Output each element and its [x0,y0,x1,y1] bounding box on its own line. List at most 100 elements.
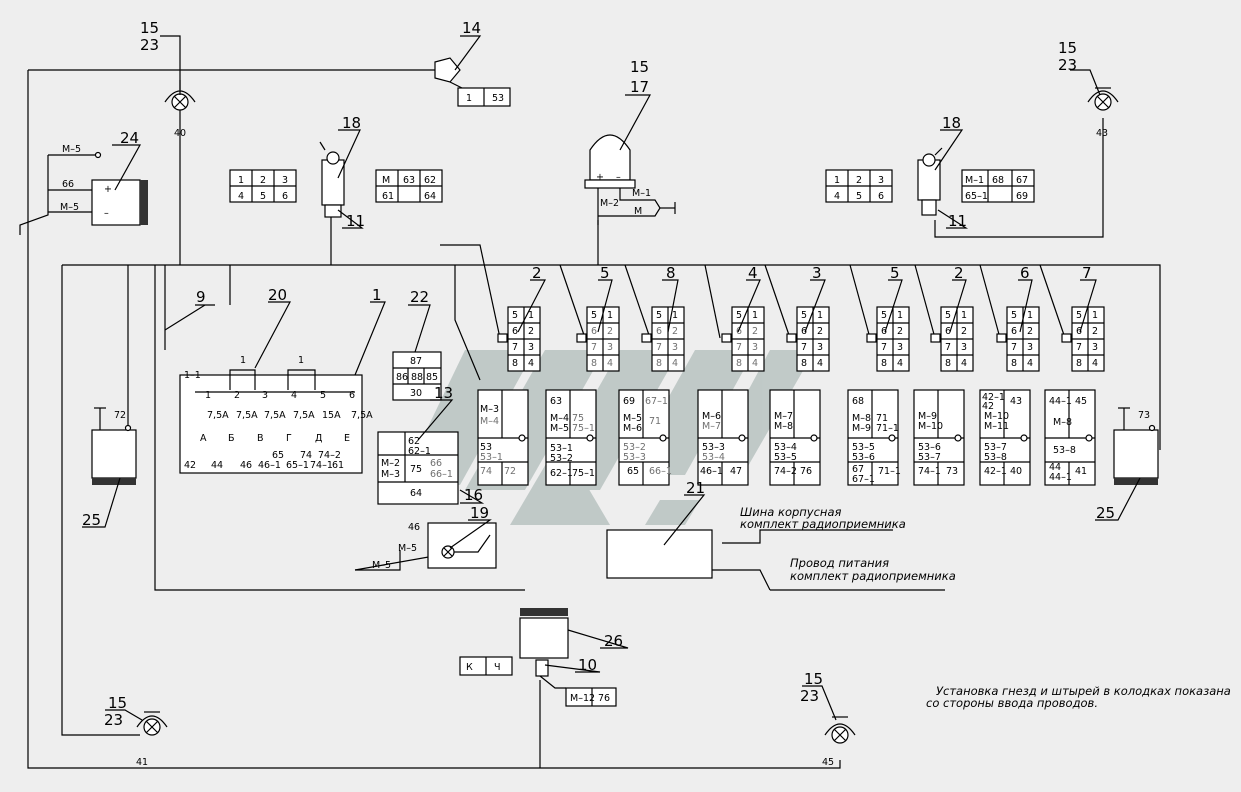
k13-66: 66 [430,458,442,469]
k22-86: 86 [396,372,408,383]
module-pin [1020,434,1028,442]
module-label: М–9 [852,423,871,434]
switch-pin-label: 8 [591,358,597,369]
k18b-l-3: 3 [878,175,884,186]
lamp-15-23-bottom-left [136,711,168,736]
k13-62-1: 62–1 [408,446,431,457]
module-label: М–10 [984,411,1009,422]
callout-20: 20 [268,286,287,304]
annotation-shina-1: Шина корпусная [740,505,841,519]
module-label: 53–3 [702,442,725,453]
wire-72: 72 [114,410,126,421]
module-label: 53–1 [550,443,573,454]
wire-labels: 40 43 41 45 72 73 66 М–5 М–5 М–5 М–5 46 … [60,128,1150,768]
fuse-letter-a: А [200,433,207,444]
callout-9: 9 [196,288,206,306]
module-label: 67 [852,464,864,475]
callout-2b: 2 [954,264,964,282]
switch-pin-label: 6 [1076,326,1082,337]
switch-plug [641,333,652,343]
switch-pin-label: 3 [1092,342,1098,353]
switch-plug [786,333,797,343]
switch-pin-label: 5 [1011,310,1017,321]
callout-15a: 15 [140,19,159,37]
switch-pin-label: 5 [1076,310,1082,321]
wire-m5-mid: М–5 [60,202,79,213]
k18a-r-64: 64 [424,191,436,202]
fuse-wire-61: 61 [332,460,344,471]
fuse-letter-e: Е [344,433,350,444]
callout-21: 21 [686,479,705,497]
callout-labels: 15 23 14 15 17 15 23 24 18 18 11 11 2 5 … [82,19,1115,729]
lamp-15-23-bottom-right [824,716,856,744]
module-label: 75–1 [572,423,595,434]
module-label: 41 [1075,466,1087,477]
callout-23c: 23 [1058,56,1077,74]
k18a-l-6: 6 [282,191,288,202]
k18b-l-1: 1 [834,175,840,186]
switch-pin-label: 1 [1027,310,1033,321]
k18a-r-62: 62 [424,175,436,186]
switch-pin-label: 8 [1076,358,1082,369]
switch-pin-label: 8 [881,358,887,369]
k22-85: 85 [426,372,438,383]
module-label: 71–1 [878,466,901,477]
fuse-rating-6: 7,5А [351,410,373,421]
wire-m1: М–1 [632,188,651,199]
fuse-letter-d: Д [315,433,322,444]
fuse-wire-42: 42 [184,460,196,471]
callout-15d: 15 [108,694,127,712]
callout-15c: 15 [1058,39,1077,57]
module-label: М–11 [984,421,1009,432]
switch-pin-label: 8 [801,358,807,369]
switch-pin-label: 5 [656,310,662,321]
switch-pin-label: 1 [817,310,823,321]
callout-15b: 15 [630,58,649,76]
module-pin [518,434,526,442]
switch-pin-label: 4 [817,358,823,369]
wire-73: 73 [1138,410,1150,421]
radio-21 [606,529,713,579]
module-label: 73 [946,466,958,477]
module-label: 44–1 [1049,396,1072,407]
module-label: 53–1 [480,452,503,463]
k13-75: 75 [410,464,422,475]
module-label: 76 [800,466,812,477]
module-label: М–8 [774,421,793,432]
k18a-l-2: 2 [260,175,266,186]
wire-m12: М–12 [570,693,595,704]
wire-76: 76 [598,693,610,704]
connector-18b-left [825,169,893,203]
switch-pin-label: 3 [752,342,758,353]
callout-11b: 11 [948,212,967,230]
module-label: М–4 [550,413,569,424]
callout-15e: 15 [804,670,823,688]
wire-41: 41 [136,757,148,768]
annotation-shina-2: комплект радиоприемника [740,517,906,531]
fuse-pin-6: 6 [349,390,355,401]
switch-pin-label: 2 [672,326,678,337]
module-label: М–10 [918,421,943,432]
module-label: М–7 [774,411,793,422]
switch-pin-label: 5 [512,310,518,321]
callout-24: 24 [120,129,139,147]
module-label: 53–5 [774,452,797,463]
switch-pin-label: 4 [961,358,967,369]
switch-plug [996,333,1007,343]
k18b-r-m1: М–1 [965,175,984,186]
relay-22 [392,351,442,401]
switch-pin-label: 3 [672,342,678,353]
module-label: 42–1 [982,392,1005,403]
connector-18a-left [229,169,297,203]
module-label: 45 [1075,396,1087,407]
k18a-l-5: 5 [260,191,266,202]
switch-pin-label: 8 [1011,358,1017,369]
switch-pin-label: 1 [607,310,613,321]
module-label: 42–1 [984,466,1007,477]
switch-pin-label: 6 [801,326,807,337]
module-label: 53–7 [984,442,1007,453]
callout-18b: 18 [942,114,961,132]
callout-10: 10 [578,656,597,674]
module-label: 67–1 [645,396,668,407]
